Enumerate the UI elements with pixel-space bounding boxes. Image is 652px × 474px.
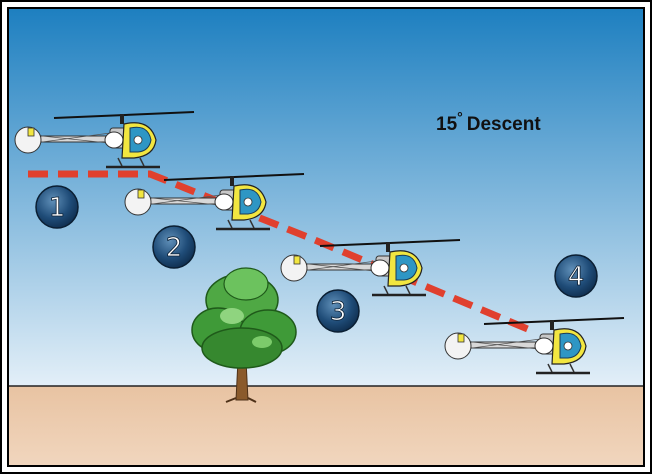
step-badge-4: 4 [554,254,598,298]
step-label-2: 2 [166,233,183,263]
diagram-title: 15°Descent [436,109,541,135]
title-word: Descent [467,114,542,135]
title-degree: ° [457,109,463,125]
ground [8,386,644,466]
sky [8,8,644,386]
descent-path [28,170,532,334]
step-label-1: 1 [49,193,66,223]
step-badge-2: 2 [152,225,196,269]
step-label-3: 3 [330,297,347,327]
step-label-4: 4 [568,262,585,292]
tree-icon [191,267,297,403]
step-badge-3: 3 [316,289,360,333]
step-badge-1: 1 [35,185,79,229]
title-number: 15 [436,114,458,135]
